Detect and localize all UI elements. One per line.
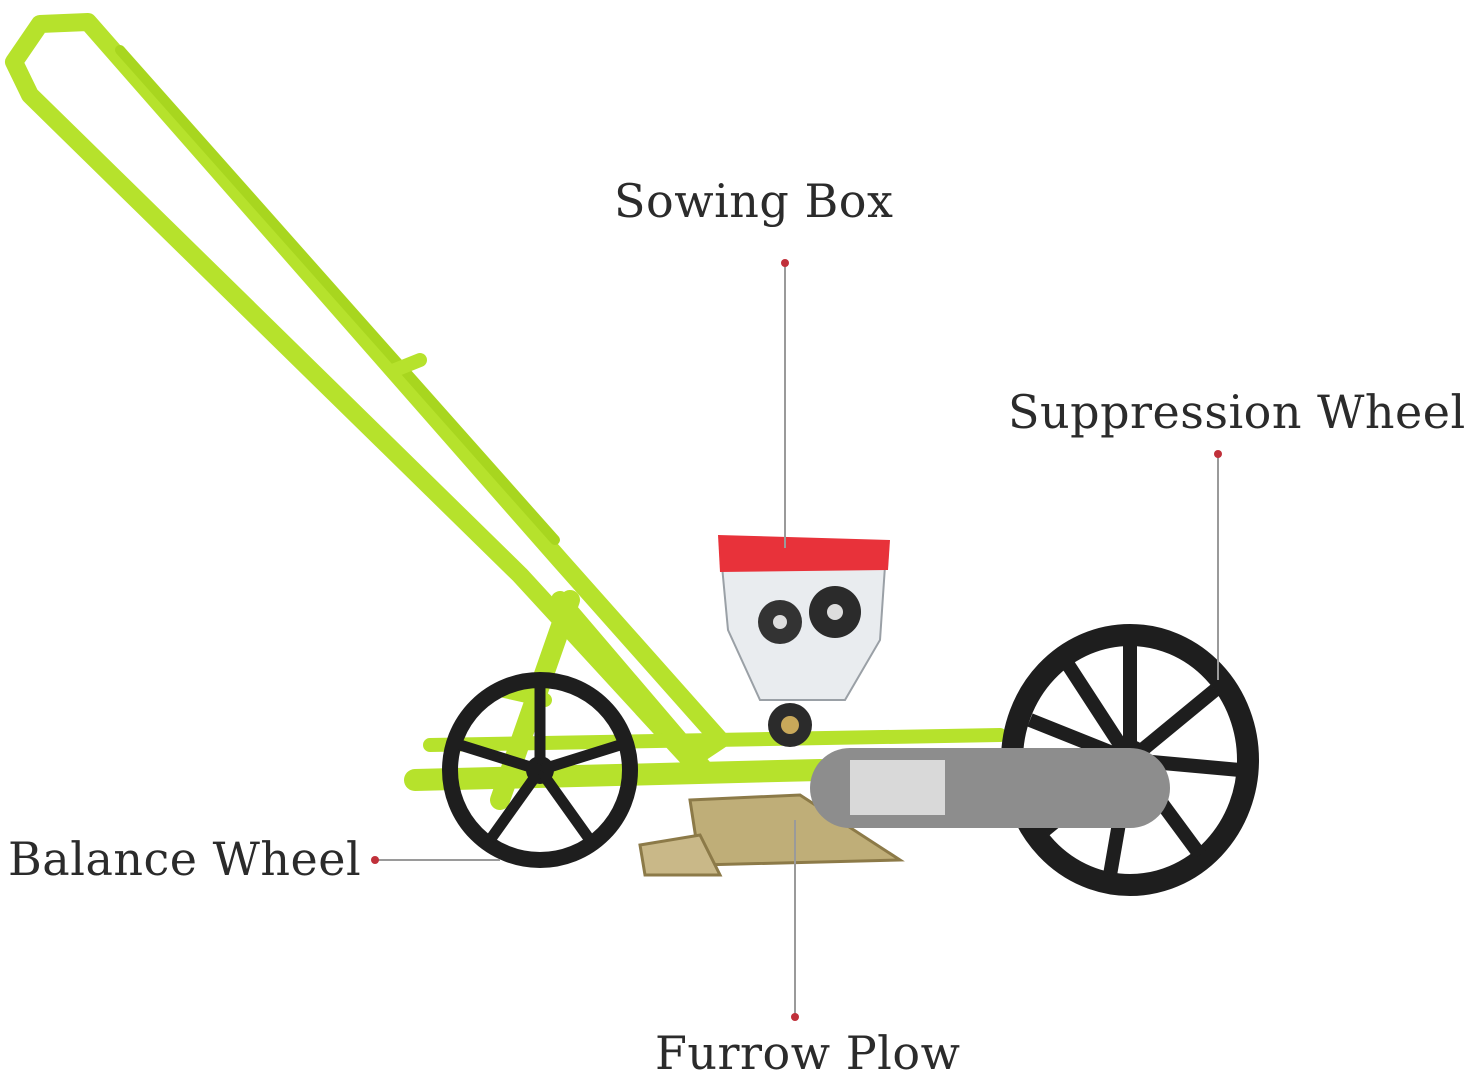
chain-cover [810,748,1170,828]
furrow-plow-label: Furrow Plow [655,1026,961,1080]
handle-frame [5,13,729,769]
balance-wheel-dot [371,856,379,864]
suppression-wheel-dot [1214,450,1222,458]
leader-lines [371,259,1222,1021]
sowing-box-label: Sowing Box [614,174,894,228]
suppression-wheel-label: Suppression Wheel [1008,385,1466,439]
balance-wheel [442,672,638,868]
balance-wheel-label: Balance Wheel [8,832,362,886]
furrow-plow-dot [791,1013,799,1021]
sowing-box [718,535,890,747]
sowing-box-dot [781,259,789,267]
